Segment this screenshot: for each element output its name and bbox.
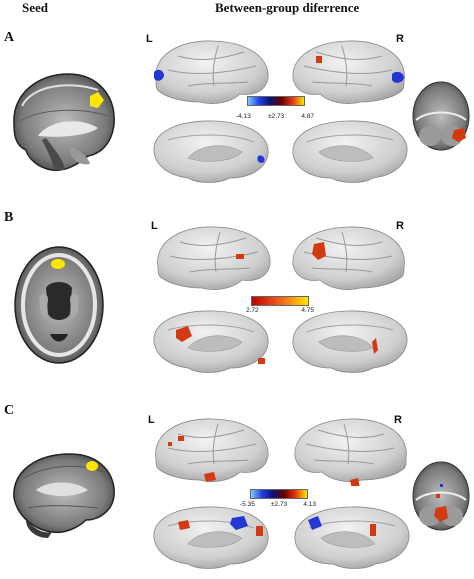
cluster-positive [350, 478, 360, 486]
brain-c-left-medial [153, 506, 269, 569]
seed-axial-mri-b [14, 246, 104, 364]
panel-a-right-label: R [396, 33, 404, 45]
colorbar-b-ticks: 2.72 4.75 [246, 307, 314, 314]
cerebellum-coronal-a [412, 81, 470, 151]
cluster-positive [178, 436, 184, 441]
cluster-positive [452, 128, 466, 142]
seed-sagittal-mri-c [13, 453, 115, 538]
panel-c-left-label: L [148, 414, 155, 426]
panel-c-right-label: R [394, 414, 402, 426]
colorbar-c-max: 4.13 [303, 501, 316, 508]
brain-a-right-medial [292, 120, 408, 183]
panel-c-letter: C [4, 403, 15, 418]
seed-marker-c [86, 461, 98, 471]
brain-b-left-lateral [157, 226, 271, 290]
cluster-negative [440, 484, 443, 487]
colorbar-c [250, 489, 308, 499]
brain-a-left-lateral [154, 40, 269, 104]
colorbar-a-min: -4.13 [236, 113, 251, 120]
cluster-positive [236, 254, 244, 259]
panel-b-letter: B [4, 210, 14, 225]
cluster-positive [176, 326, 192, 342]
seed-sagittal-mri-a [13, 73, 115, 172]
cluster-negative [308, 516, 322, 530]
colorbar-c-ticks: -5.35 ±2.73 4.13 [240, 501, 316, 508]
cluster-positive [256, 526, 263, 536]
panel-b-left-label: L [151, 220, 158, 232]
brain-c-right-medial [294, 506, 410, 569]
cluster-positive [168, 442, 172, 446]
panel-a-letter: A [4, 30, 15, 45]
cluster-positive [204, 472, 216, 482]
colorbar-a [247, 96, 305, 106]
cluster-positive [370, 524, 376, 536]
colorbar-b-min: 2.72 [246, 307, 259, 314]
cluster-negative [230, 516, 248, 530]
colorbar-c-mid: ±2.73 [270, 501, 288, 508]
brain-b-left-medial [153, 310, 269, 373]
colorbar-b [251, 296, 309, 306]
cluster-positive [434, 506, 448, 522]
cluster-positive [316, 56, 322, 63]
cluster-negative [257, 155, 265, 163]
cluster-positive [258, 358, 265, 364]
brain-a-left-medial [153, 120, 269, 183]
brain-b-right-lateral [292, 226, 405, 290]
brain-a-right-lateral [292, 40, 405, 104]
cluster-negative [392, 71, 404, 83]
brain-b-right-medial [292, 310, 408, 373]
cluster-positive [312, 242, 326, 260]
panel-b-right-label: R [396, 220, 404, 232]
colorbar-a-max: 4.87 [301, 113, 314, 120]
cerebellum-coronal-c [412, 461, 470, 531]
cluster-negative [154, 69, 164, 81]
colorbar-b-max: 4.75 [301, 307, 314, 314]
colorbar-a-ticks: -4.13 ±2.73 4.87 [236, 113, 314, 120]
between-group-header: Between-group diferrence [215, 0, 360, 15]
seed-marker-b [51, 259, 65, 269]
panel-a-left-label: L [146, 33, 153, 45]
brain-c-right-lateral [294, 418, 407, 486]
colorbar-c-min: -5.35 [240, 501, 255, 508]
seed-header: Seed [22, 0, 48, 15]
seed-marker-a [90, 92, 104, 108]
colorbar-a-mid: ±2.73 [267, 113, 285, 120]
brain-c-left-lateral [155, 418, 269, 482]
cluster-positive [372, 338, 378, 354]
cluster-positive [178, 520, 190, 530]
cluster-positive [436, 494, 440, 498]
